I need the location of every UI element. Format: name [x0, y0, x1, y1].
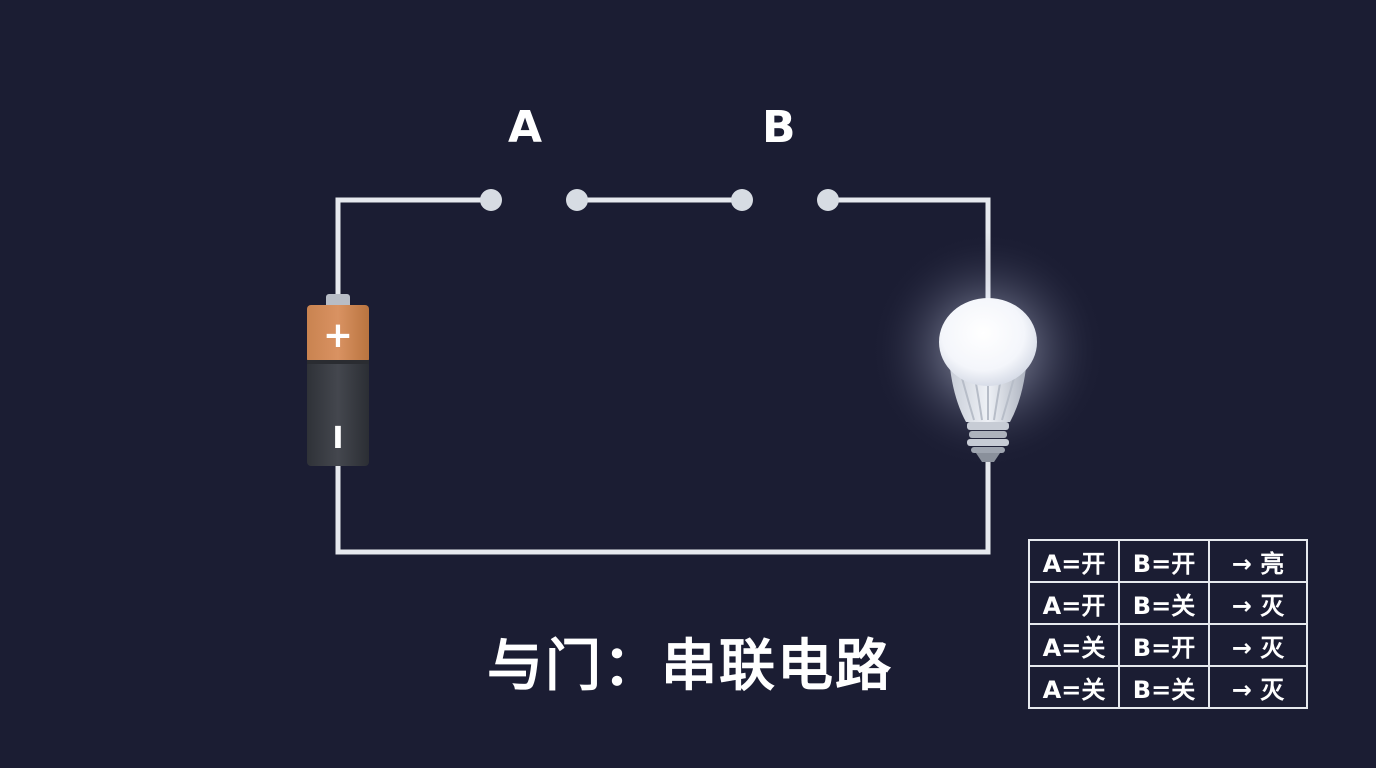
wire-right-bottom — [335, 452, 991, 555]
battery-icon: + I — [307, 294, 369, 466]
truth-cell-b: B=开 — [1118, 623, 1210, 667]
light-bulb-icon — [870, 232, 1106, 468]
truth-cell-b: B=开 — [1118, 539, 1210, 583]
truth-cell-a: A=关 — [1028, 623, 1120, 667]
truth-table-row: A=关 B=开 → 灭 — [1028, 623, 1308, 667]
battery-positive-symbol: + — [323, 315, 353, 356]
truth-cell-b: B=关 — [1118, 665, 1210, 709]
truth-table-row: A=开 B=关 → 灭 — [1028, 581, 1308, 625]
switch-b-label: B — [762, 102, 796, 153]
battery-body — [307, 361, 369, 466]
battery-terminal-cap — [326, 294, 350, 308]
truth-cell-result: → 灭 — [1208, 581, 1308, 625]
switch-a[interactable] — [480, 189, 588, 211]
wires — [335, 197, 991, 555]
switch-b[interactable] — [731, 189, 839, 211]
truth-cell-b: B=关 — [1118, 581, 1210, 625]
truth-cell-a: A=关 — [1028, 665, 1120, 709]
switch-b-terminal-left — [731, 189, 753, 211]
bulb-screw-base — [967, 422, 1009, 462]
bulb-glass — [939, 298, 1037, 386]
truth-cell-result: → 灭 — [1208, 623, 1308, 667]
switch-a-terminal-left — [480, 189, 502, 211]
switch-a-label: A — [508, 102, 543, 153]
truth-cell-result: → 亮 — [1208, 539, 1308, 583]
wire-top-left — [335, 197, 491, 300]
truth-table-row: A=关 B=关 → 灭 — [1028, 665, 1308, 709]
truth-cell-a: A=开 — [1028, 539, 1120, 583]
diagram-title: 与门：串联电路 — [487, 634, 893, 699]
truth-table-row: A=开 B=开 → 亮 — [1028, 539, 1308, 583]
truth-cell-result: → 灭 — [1208, 665, 1308, 709]
battery-top — [307, 305, 369, 363]
switch-b-terminal-right — [817, 189, 839, 211]
switch-a-terminal-right — [566, 189, 588, 211]
truth-cell-a: A=开 — [1028, 581, 1120, 625]
truth-table: A=开 B=开 → 亮 A=开 B=关 → 灭 A=关 B=开 → 灭 A=关 … — [1028, 539, 1308, 709]
battery-negative-symbol: I — [332, 421, 343, 456]
